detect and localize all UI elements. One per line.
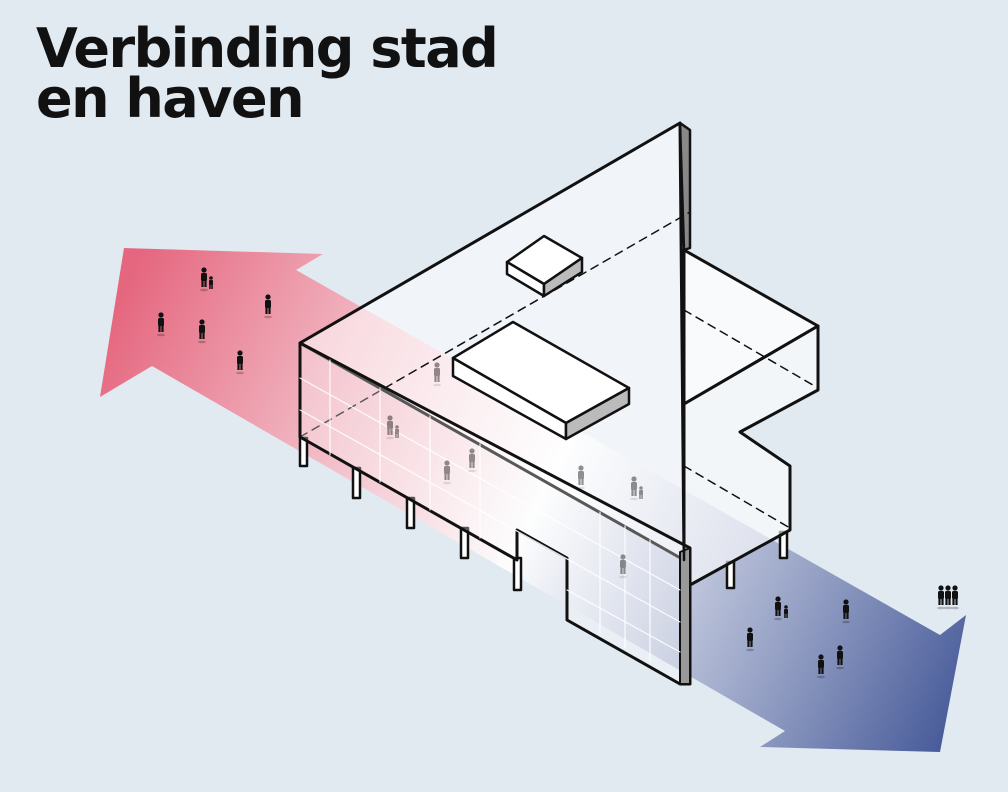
title-line-2: en haven <box>36 67 305 130</box>
wall-edge <box>678 121 692 252</box>
flow-arrow <box>100 248 966 752</box>
roof-box-small <box>505 234 584 298</box>
building-columns <box>298 436 789 592</box>
diagram-title: Verbinding stad en haven <box>36 17 499 130</box>
right-wing-lower-floor-line <box>683 465 791 529</box>
facade-end <box>679 547 691 685</box>
title-line-1: Verbinding stad <box>36 17 499 80</box>
roof-dashed-line <box>299 211 691 438</box>
facade-grid <box>299 359 681 663</box>
right-wing-floor-line <box>683 309 819 389</box>
roof-box-large <box>451 320 631 441</box>
